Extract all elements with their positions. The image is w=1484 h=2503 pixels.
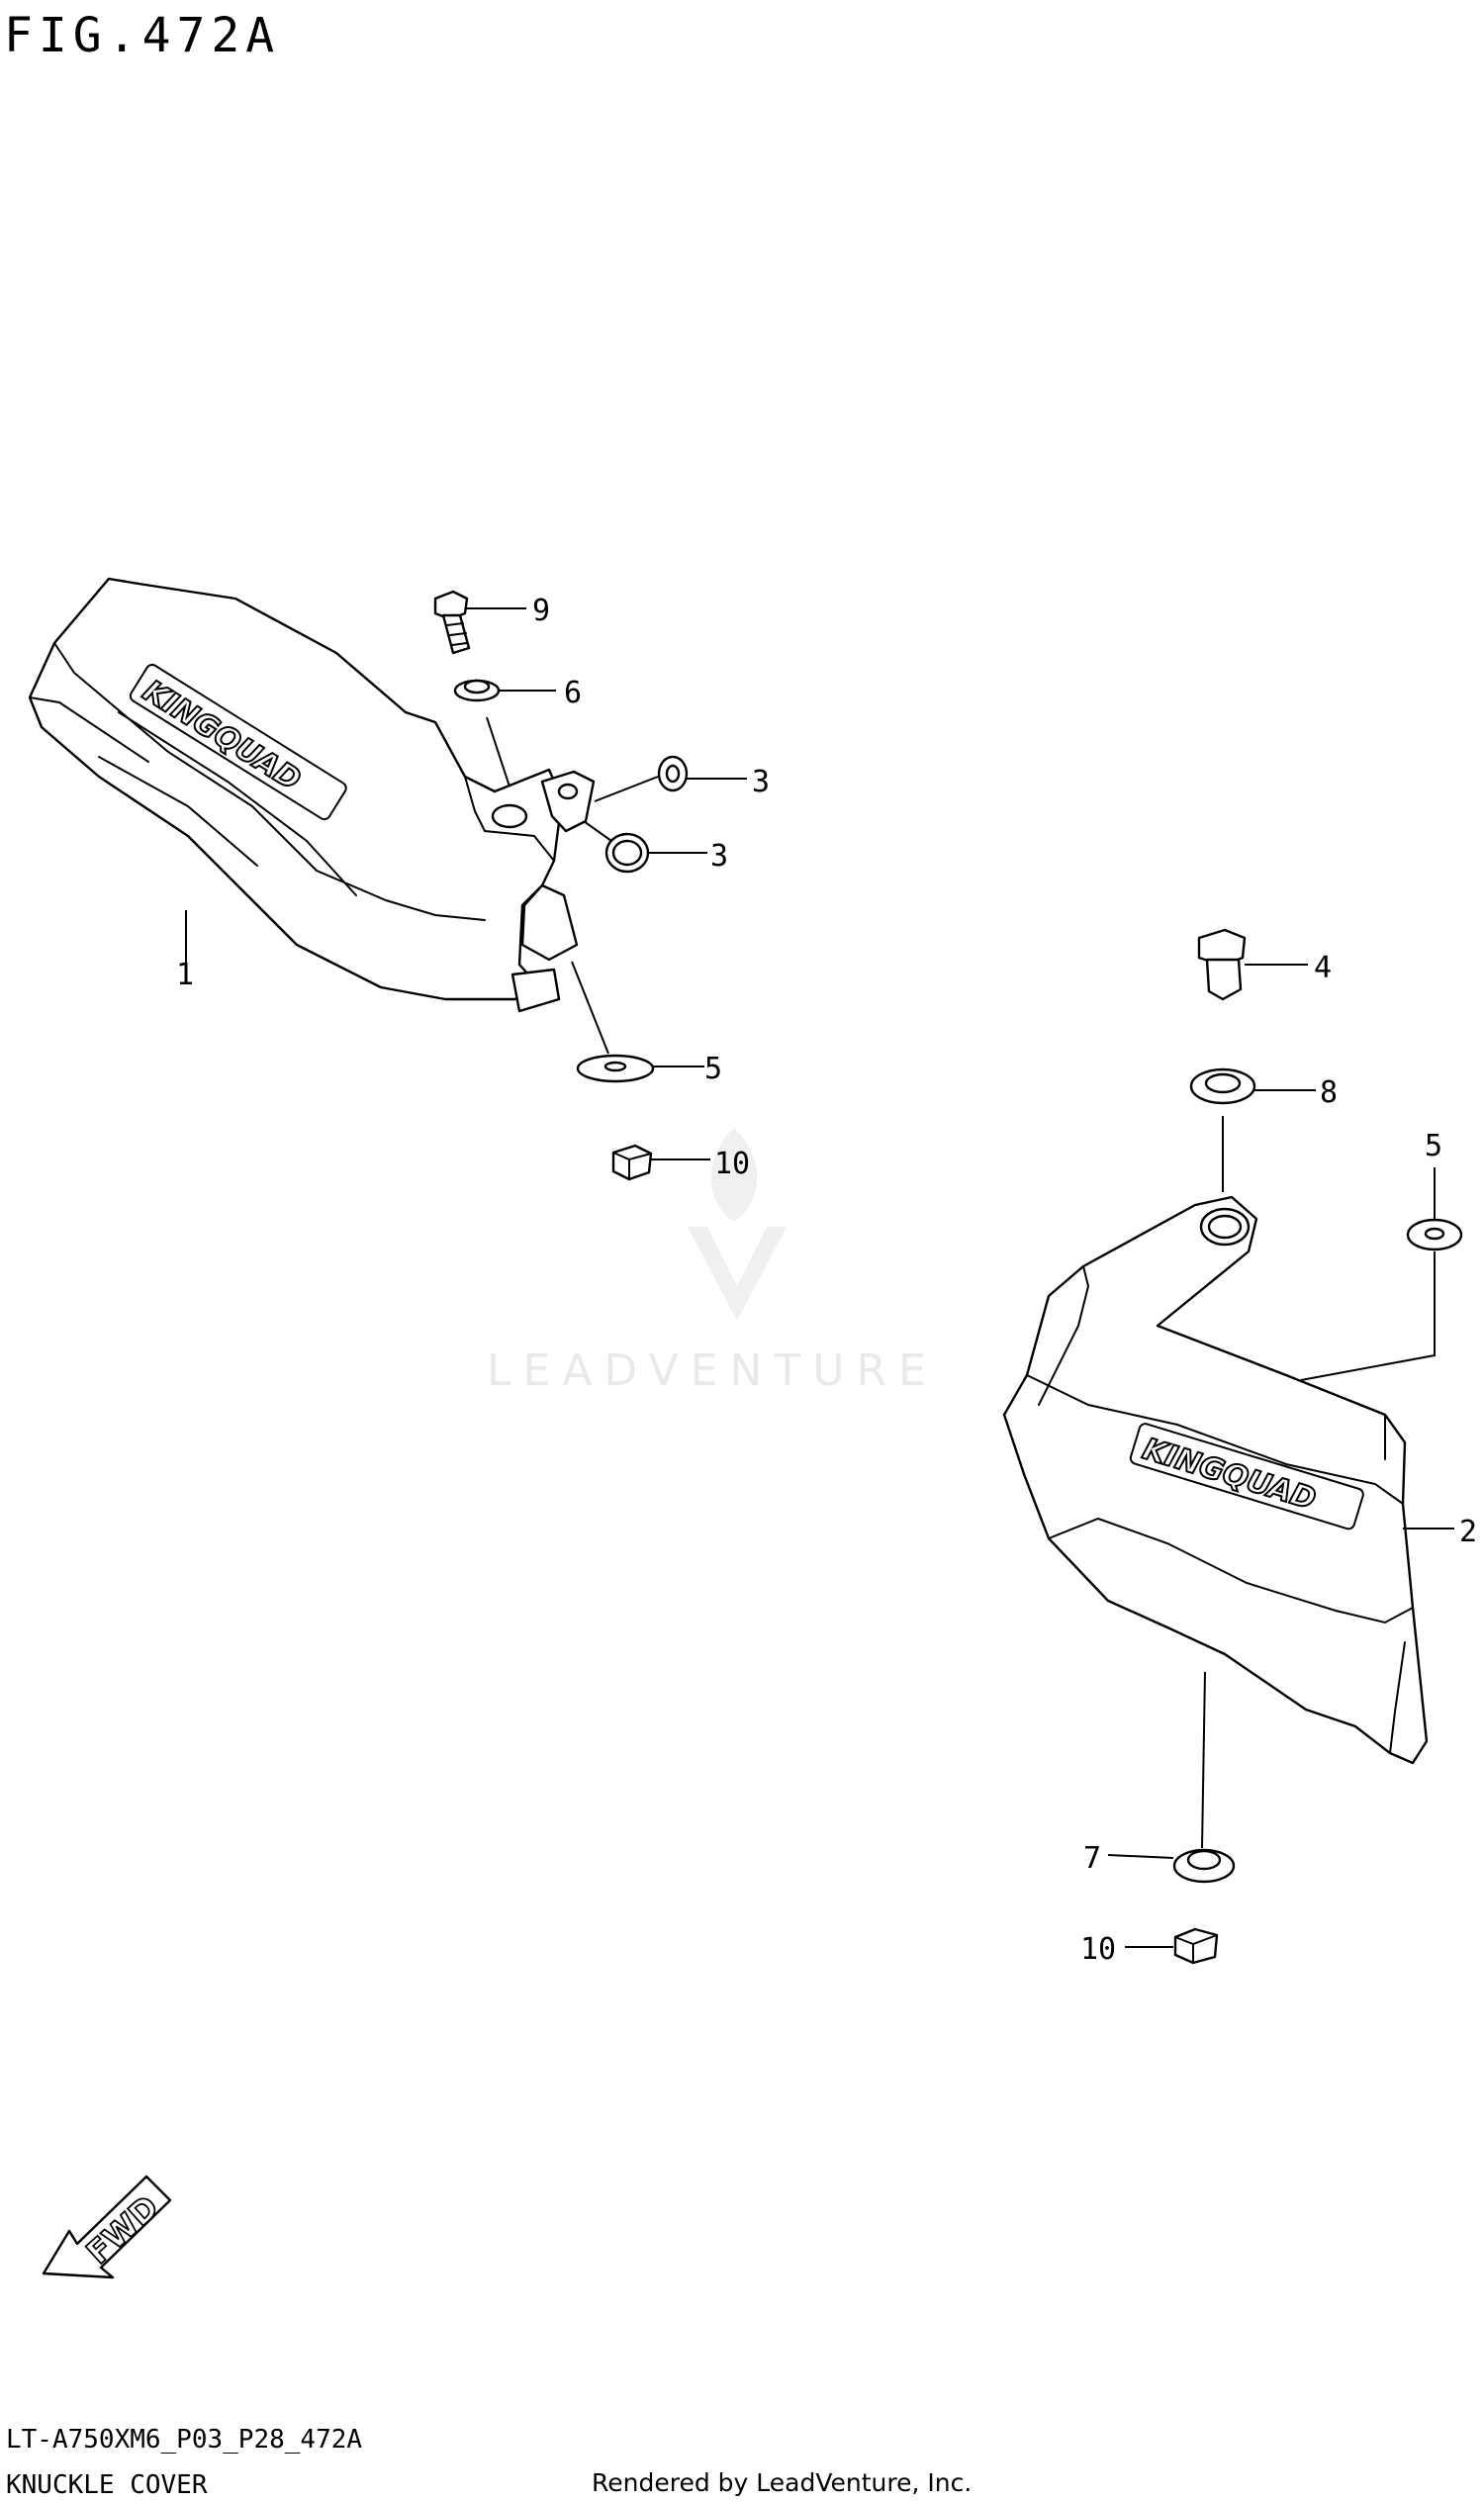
callout-9: 9	[532, 594, 550, 628]
callout-1: 1	[176, 958, 194, 992]
knuckle-cover-right[interactable]: KINGQUAD	[1002, 1195, 1429, 1765]
nut-right[interactable]	[1173, 1927, 1219, 1965]
callout-5-left: 5	[704, 1052, 722, 1086]
leader-lines-left	[185, 607, 747, 1160]
leader-lines-right	[1107, 964, 1454, 1948]
watermark-text: LEADVENTURE	[487, 1345, 938, 1396]
nut-left[interactable]	[611, 1144, 653, 1181]
grommet-b[interactable]	[604, 832, 650, 874]
figure-name: KNUCKLE COVER	[6, 2470, 208, 2500]
rendered-by: Rendered by LeadVenture, Inc.	[592, 2468, 972, 2497]
knuckle-cover-left[interactable]: KINGQUAD	[28, 577, 596, 1013]
callout-8: 8	[1320, 1075, 1338, 1110]
washer-left[interactable]	[576, 1054, 655, 1083]
grommet-a[interactable]	[657, 755, 689, 792]
callout-2: 2	[1459, 1515, 1477, 1549]
washer-right[interactable]	[1406, 1218, 1463, 1252]
callout-10-left: 10	[714, 1147, 750, 1181]
figure-code: LT-A750XM6_P03_P28_472A	[6, 2425, 362, 2455]
callout-7: 7	[1083, 1841, 1101, 1876]
callout-10-right: 10	[1080, 1932, 1116, 1967]
callout-3b: 3	[710, 839, 728, 874]
collar-bottom-right[interactable]	[1172, 1848, 1236, 1884]
callout-3a: 3	[752, 765, 770, 799]
fwd-arrow-icon: FWD	[42, 2175, 172, 2279]
washer-top-left[interactable]	[453, 679, 501, 702]
bolt-right[interactable]	[1197, 928, 1247, 1001]
collar-top-right[interactable]	[1189, 1067, 1256, 1105]
leadventure-watermark: LEADVENTURE	[487, 1128, 938, 1396]
callout-6: 6	[564, 676, 582, 710]
figure-title: FIG.472A	[4, 8, 280, 63]
leadventure-flame-icon	[688, 1128, 787, 1321]
callout-5-right: 5	[1425, 1129, 1442, 1163]
callout-4: 4	[1314, 951, 1332, 985]
bolt-left[interactable]	[433, 590, 471, 655]
